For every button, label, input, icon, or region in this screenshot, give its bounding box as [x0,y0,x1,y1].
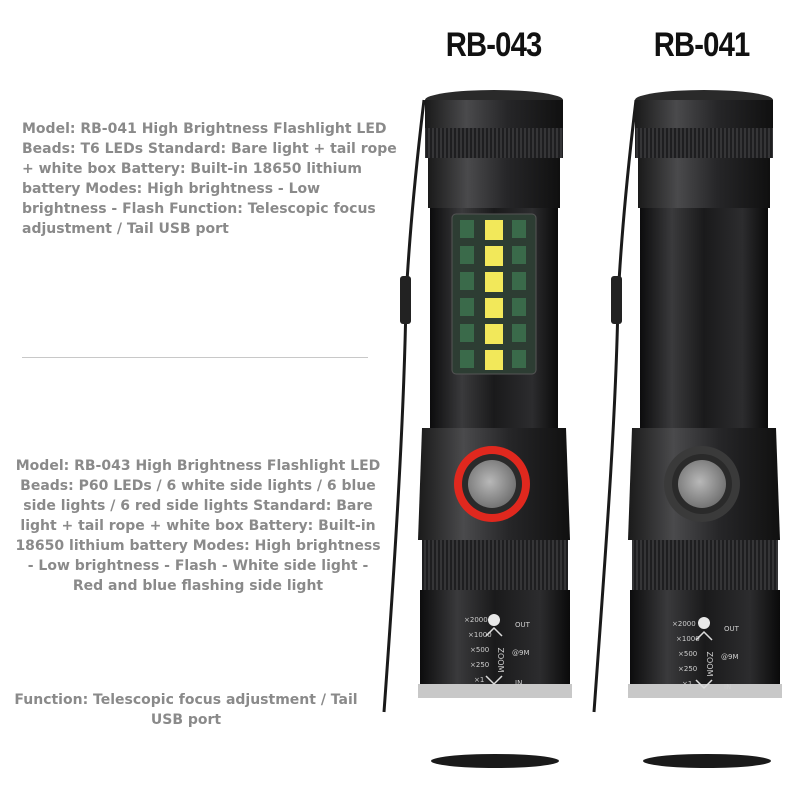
svg-text:×1000: ×1000 [676,635,700,643]
power-button-rb043 [468,460,516,508]
svg-text:×1: ×1 [474,676,484,684]
lanyard-rb041 [592,99,638,713]
flashlight-rb041: ×2000 ×1000 ×500 ×250 ×1 OUT @9M IN ZOOM [592,90,782,768]
lanyard-rb043 [382,99,426,713]
model-title-rb043: RB-043 [445,26,542,64]
svg-text:ZOOM: ZOOM [705,652,714,677]
lanyard-clip-rb043 [400,276,411,324]
svg-text:×500: ×500 [470,646,489,654]
svg-text:IN: IN [515,679,522,687]
led-beads-rb043 [460,220,526,370]
svg-text:@9M: @9M [721,653,739,661]
rb043-description: Model: RB-043 High Brightness Flashlight… [15,458,381,594]
svg-text:IN: IN [724,683,731,691]
model-title-rb041: RB-041 [653,26,750,64]
svg-text:×1000: ×1000 [468,631,492,639]
svg-text:OUT: OUT [515,621,531,629]
rb041-description: Model: RB-041 High Brightness Flashlight… [22,121,397,237]
svg-text:OUT: OUT [724,625,740,633]
svg-text:@9M: @9M [512,649,530,657]
divider [22,357,368,358]
shadow-rb041 [643,754,771,768]
svg-text:×250: ×250 [678,665,697,673]
svg-text:ZOOM: ZOOM [496,648,505,673]
power-button-rb041 [678,460,726,508]
svg-text:×500: ×500 [678,650,697,658]
function-description: Function: Telescopic focus adjustment / … [14,692,358,728]
lanyard-clip-rb041 [611,276,622,324]
flashlight-rb043: ×2000 ×1000 ×500 ×250 ×1 OUT @9M IN ZOOM [382,90,572,768]
svg-text:×2000: ×2000 [464,616,488,624]
shadow-rb043 [431,754,559,768]
svg-text:×250: ×250 [470,661,489,669]
svg-text:×1: ×1 [682,680,692,688]
svg-text:×2000: ×2000 [672,620,696,628]
